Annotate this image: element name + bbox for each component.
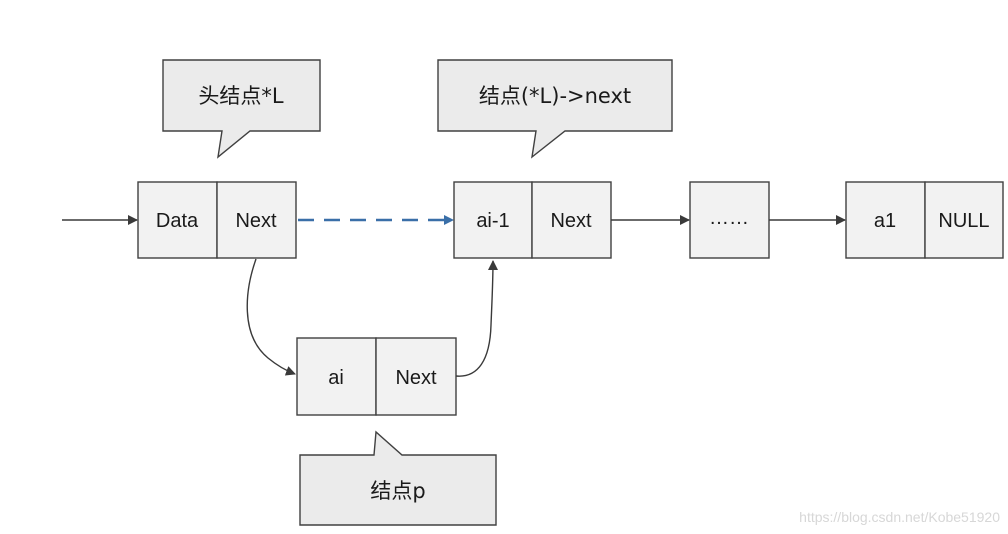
head-node-data-cell: [137, 181, 218, 259]
a1-next-label: NULL: [938, 210, 989, 232]
ai-data-label: ai: [328, 367, 344, 389]
ai-minus-1-node: ai-1 Next: [453, 181, 612, 259]
a1-next-cell: [924, 181, 1004, 259]
callout-head-shape: [162, 59, 321, 159]
callout-head-label: 头结点*L: [198, 84, 283, 108]
insert-link-arrow-to-ai-minus-1: [455, 260, 498, 377]
callout-head-node: 头结点*L: [162, 59, 321, 159]
ellipsis-node: ……: [689, 181, 770, 259]
ai-node: ai Next: [296, 337, 457, 416]
head-node-data-label: Data: [156, 210, 199, 232]
callout-target-shape: [437, 59, 673, 159]
callout-target-label: 结点(*L)->next: [479, 84, 631, 108]
a1-data-cell: [845, 181, 926, 259]
head-node: Data Next: [137, 181, 297, 259]
ai-minus-1-data-cell: [453, 181, 533, 259]
ellipsis-node-box: [689, 181, 770, 259]
ai-minus-1-data-label: ai-1: [476, 210, 509, 232]
a1-data-label: a1: [874, 210, 896, 232]
ai-next-cell: [375, 337, 457, 416]
ai-next-label: Next: [395, 367, 437, 389]
head-node-next-cell: [216, 181, 297, 259]
watermark-text: https://blog.csdn.net/Kobe51920: [799, 509, 1000, 525]
ai-minus-1-next-label: Next: [550, 210, 592, 232]
a1-node: a1 NULL: [845, 181, 1004, 259]
callout-new-shape: [299, 430, 497, 526]
callout-new-label: 结点p: [370, 479, 425, 503]
insert-link-arrow-to-ai: [246, 258, 296, 376]
callout-target-node: 结点(*L)->next: [437, 59, 673, 159]
ai-data-cell: [296, 337, 377, 416]
head-node-next-label: Next: [235, 210, 277, 232]
callout-new-node: 结点p: [299, 430, 497, 526]
ellipsis-node-label: ……: [709, 207, 749, 229]
